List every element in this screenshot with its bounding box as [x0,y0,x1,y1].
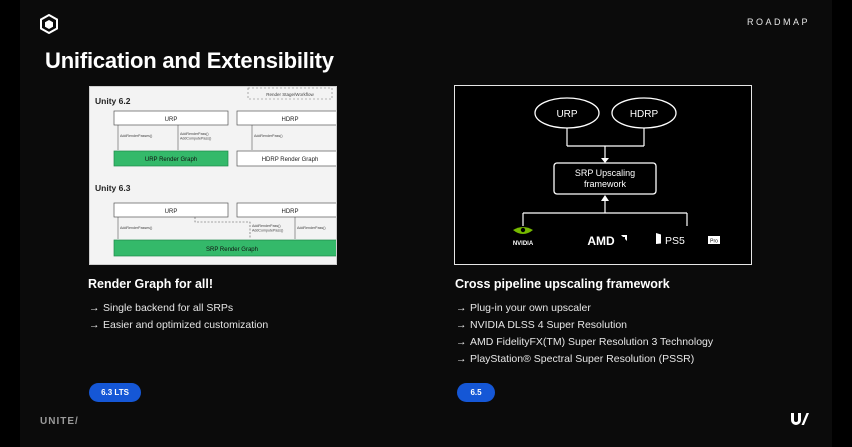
hdrp-render-graph-label: HDRP Render Graph [262,157,319,163]
arrow-icon: → [456,302,467,314]
framework-box [553,162,657,195]
hdrp-box [236,110,336,126]
list-item: →PlayStation® Spectral Super Resolution … [456,351,713,368]
api-note: AddRenderPasses() [120,226,152,230]
urp-node-label: URP [556,109,577,120]
version-badge: 6.5 [457,383,495,402]
version-title: Unity 6.3 [95,183,131,193]
hdrp-label: HDRP [281,117,298,123]
urp-box [113,202,229,218]
api-note: AddRenderPasses() [120,134,152,138]
srp-render-graph-box [113,239,336,257]
list-item: →NVIDIA DLSS 4 Super Resolution [456,317,713,334]
list-item: →AMD FidelityFX(TM) Super Resolution 3 T… [456,334,713,351]
version-badge: 6.3 LTS [89,383,141,402]
dashed-note-box [247,87,333,100]
left-bullet-list: →Single backend for all SRPs →Easier and… [89,300,268,334]
amd-logo-icon: AMD [587,234,627,248]
ps5-label: PS5 [665,235,685,247]
api-note: AddRenderPass()AddComputePass() [252,224,283,232]
urp-render-graph-box [113,150,229,167]
ps5-logo-icon: PS5 Pro [656,233,720,247]
urp-box [113,110,229,126]
hdrp-label: HDRP [281,209,298,215]
hdrp-box [236,202,336,218]
page-title: Unification and Extensibility [45,48,334,73]
arrow-icon: → [456,353,467,365]
render-graph-diagram: Render Stage/Workflow Unity 6.2 URP HDRP… [89,86,337,265]
list-item: →Single backend for all SRPs [89,300,268,317]
ps5-pro-label: Pro [710,239,718,245]
arrow-icon: → [456,336,467,348]
right-heading: Cross pipeline upscaling framework [455,277,670,291]
event-logo: UNITE/ [40,416,79,427]
left-heading: Render Graph for all! [88,277,214,291]
api-note: AddRenderPass()AddComputePass() [180,132,211,140]
right-bullet-list: →Plug-in your own upscaler →NVIDIA DLSS … [456,300,713,368]
diagram-note: Render Stage/Workflow [266,92,314,97]
unity-logo-icon [40,14,58,34]
arrow-icon: → [456,319,467,331]
urp-render-graph-label: URP Render Graph [145,157,197,163]
framework-label-1: SRP Upscaling [575,168,635,178]
version-title: Unity 6.2 [95,96,131,106]
urp-label: URP [165,209,178,215]
api-note: AddRenderPass() [297,226,326,230]
list-item: →Easier and optimized customization [89,317,268,334]
hdrp-node-label: HDRP [630,109,659,120]
nvidia-logo-icon: NVIDIA [513,227,534,247]
api-note: AddRenderPass() [254,134,283,138]
arrow-icon: → [89,319,100,331]
slide: ROADMAP Unification and Extensibility Re… [20,0,832,447]
amd-label: AMD [587,234,615,248]
list-item: →Plug-in your own upscaler [456,300,713,317]
framework-label-2: framework [584,179,627,189]
arrow-icon: → [89,302,100,314]
upscaling-framework-diagram: URP HDRP SRP Upscaling framework NVIDIA [454,85,752,265]
nvidia-label: NVIDIA [513,241,534,247]
section-label: ROADMAP [746,17,810,27]
hdrp-render-graph-box [236,150,336,167]
urp-label: URP [165,117,178,123]
unity-brand-logo-icon [791,413,809,425]
srp-render-graph-label: SRP Render Graph [206,247,258,253]
